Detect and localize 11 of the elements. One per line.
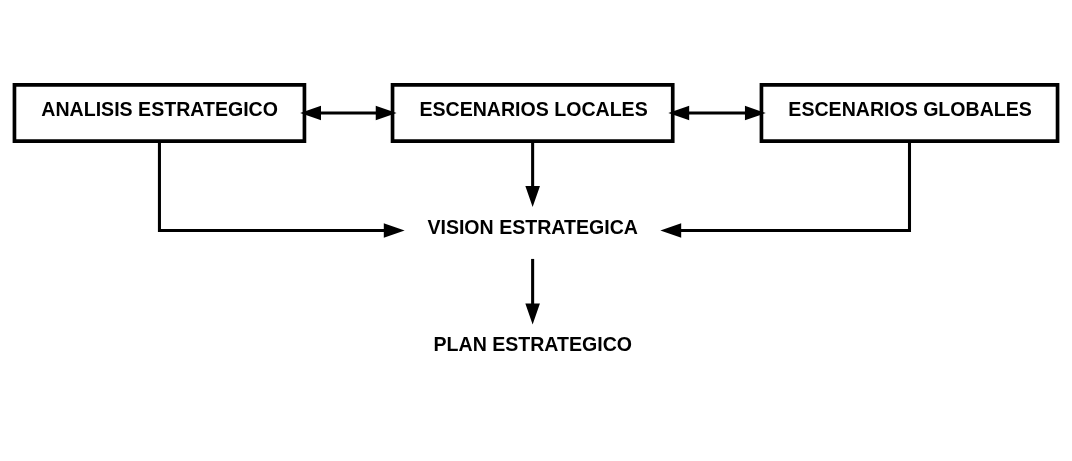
arrow [660, 141, 912, 238]
node-box: ESCENARIOS GLOBALES [759, 83, 1060, 143]
node-box: ANALISIS ESTRATEGICO [12, 83, 307, 143]
arrow [668, 105, 766, 121]
arrow [525, 258, 540, 325]
arrow [300, 105, 397, 121]
arrow [525, 141, 540, 207]
node-text: VISION ESTRATEGICA [427, 215, 638, 238]
arrow [157, 141, 405, 238]
node-box: ESCENARIOS LOCALES [390, 83, 675, 143]
node-text: PLAN ESTRATEGICO [433, 333, 633, 356]
